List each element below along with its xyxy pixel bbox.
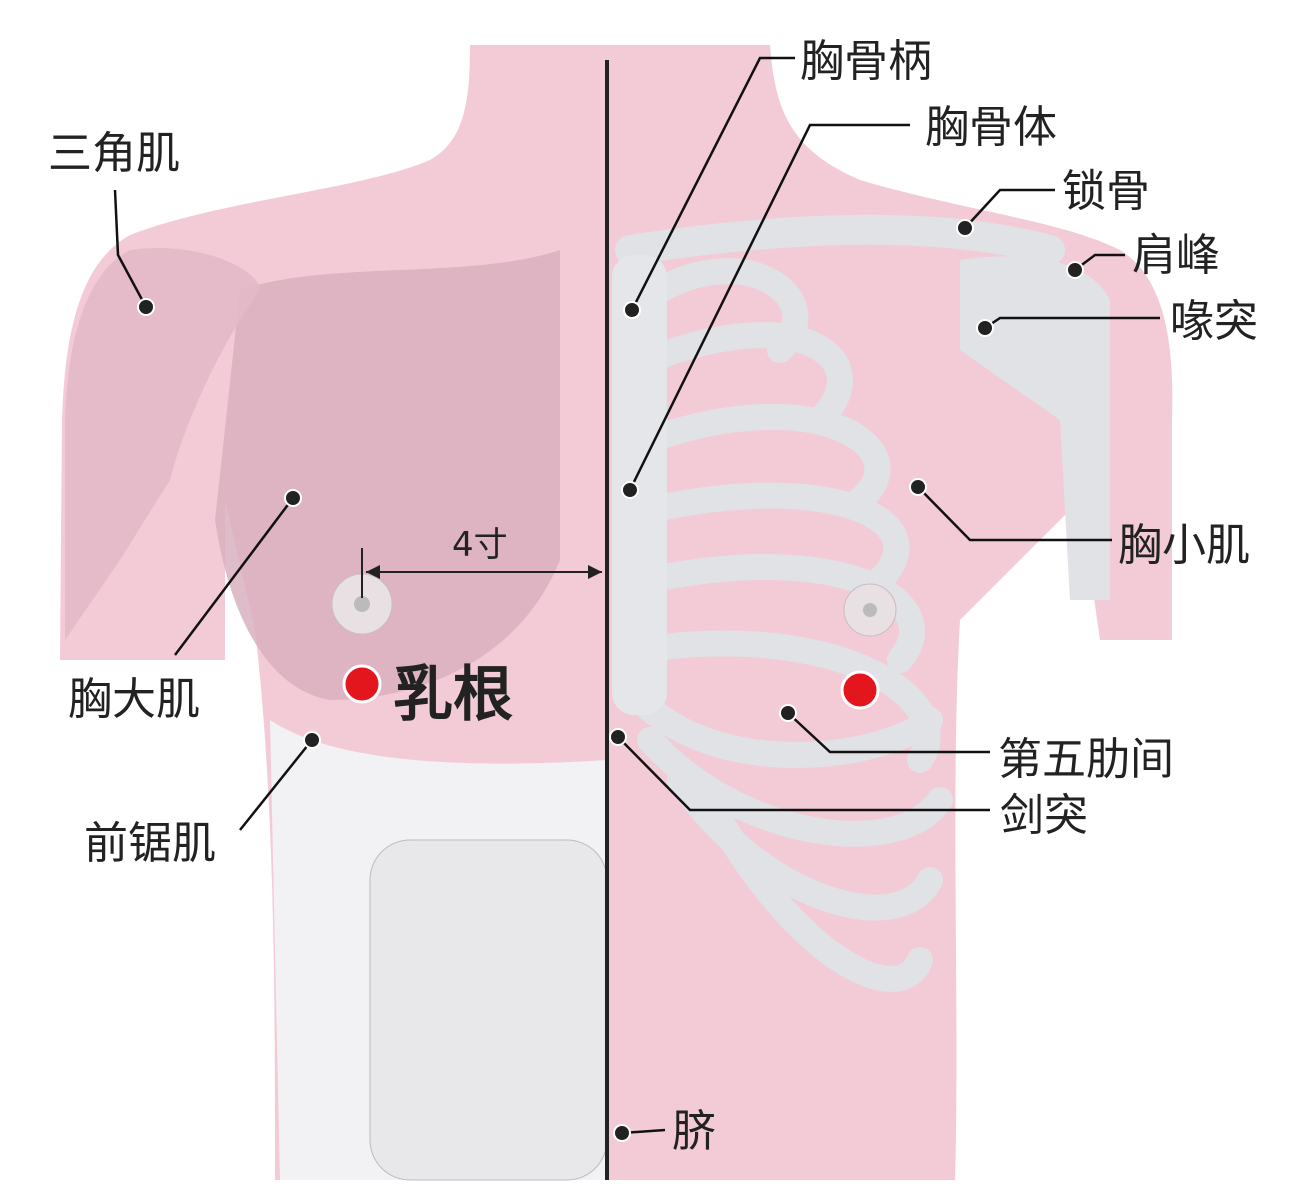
acupoint-label: 乳根: [393, 660, 513, 730]
shoulder-bone: [960, 256, 1110, 600]
nipple-left-center: [354, 596, 370, 612]
label-coracoid: 喙突: [1170, 296, 1258, 347]
label-pectoralis-minor: 胸小肌: [1118, 520, 1250, 571]
label-xiphoid: 剑突: [1000, 790, 1088, 841]
pectoralis-major-shape: [215, 250, 560, 700]
label-acromion: 肩峰: [1132, 230, 1220, 281]
acupoint-rugen-right: [840, 670, 880, 710]
label-deltoid: 三角肌: [48, 128, 180, 179]
rectus-abdominis: [369, 839, 608, 1181]
landmark-dots: [137, 219, 1084, 1142]
nipple-right-center: [863, 603, 877, 617]
label-fifth-intercostal: 第五肋间: [998, 734, 1174, 785]
deltoid-shape: [65, 248, 260, 640]
acupoint-rugen-left: [342, 664, 382, 704]
label-pectoralis-major: 胸大肌: [68, 674, 200, 725]
label-navel: 脐: [672, 1106, 716, 1157]
rib-cage: [615, 214, 1065, 992]
label-sternum-body: 胸骨体: [925, 102, 1057, 153]
measurement-label: 4寸: [452, 525, 508, 565]
label-clavicle: 锁骨: [1062, 166, 1150, 217]
sternum: [612, 255, 667, 715]
label-manubrium: 胸骨柄: [800, 36, 932, 87]
label-serratus-anterior: 前锯肌: [84, 818, 216, 869]
